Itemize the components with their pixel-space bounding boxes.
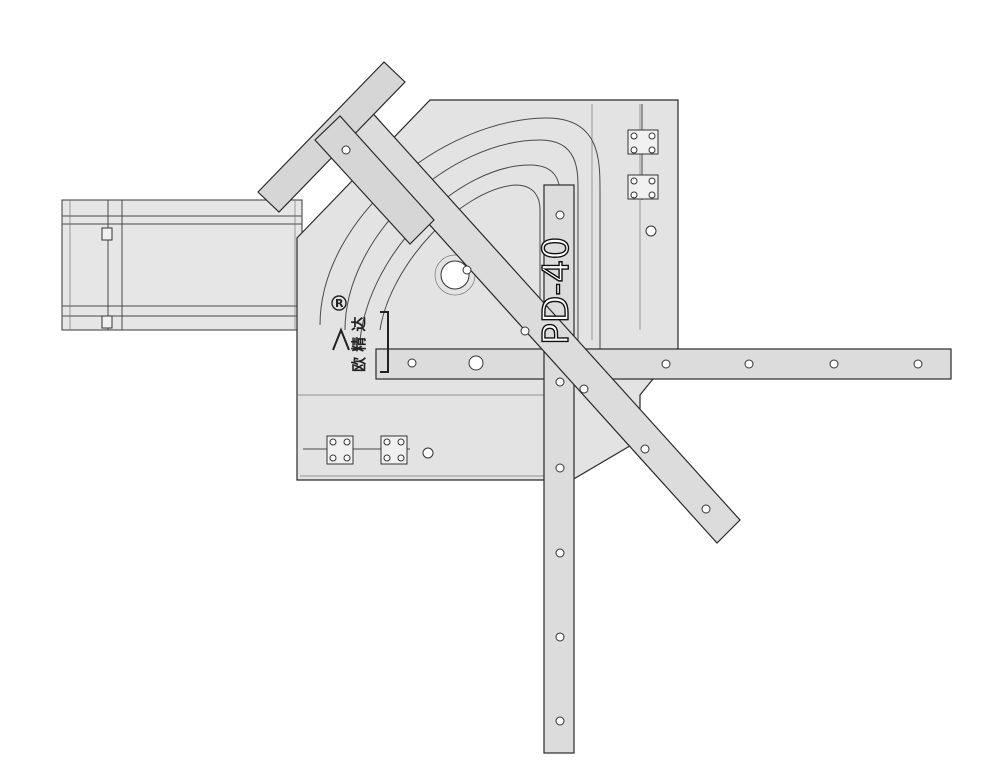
limit-switch-bottom xyxy=(303,435,434,465)
t-handle xyxy=(257,61,435,245)
brand-label: 欧 精 达 xyxy=(350,317,368,372)
registered-mark: R xyxy=(335,297,344,310)
vertical-rail xyxy=(543,184,575,754)
limit-switch-top xyxy=(627,104,659,237)
brand-logo: R 欧 精 达 xyxy=(331,295,389,373)
bending-die xyxy=(319,117,601,356)
model-label: PD-40 xyxy=(536,237,577,345)
horizontal-rail xyxy=(375,348,952,380)
motor-housing xyxy=(61,199,303,331)
